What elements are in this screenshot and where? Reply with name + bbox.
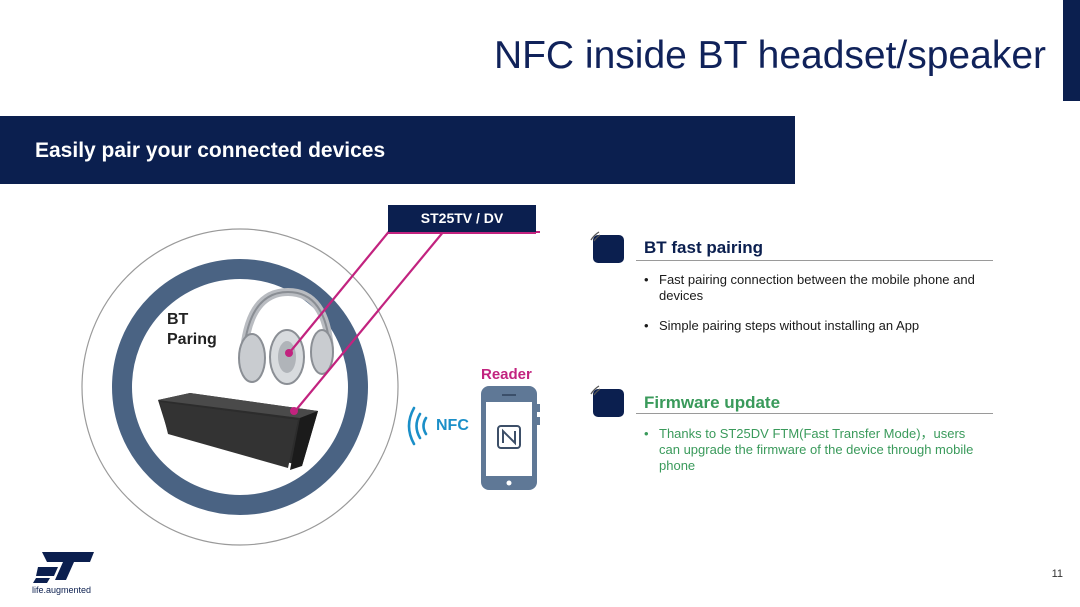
tag-icon [593, 389, 624, 417]
signal-waves-icon [590, 385, 601, 396]
section-title-firmware-update: Firmware update [644, 393, 781, 412]
tag-icon [593, 235, 624, 263]
st-logo-icon [33, 552, 94, 583]
slide-title: NFC inside BT headset/speaker [493, 34, 1046, 77]
speaker-icon [158, 393, 318, 470]
corner-accent-bar [1063, 0, 1080, 101]
reader-label: Reader [481, 366, 532, 383]
bullet-text: Thanks to ST25DV FTM(Fast Transfer Mode)… [659, 426, 974, 473]
section-divider [636, 413, 993, 414]
banner: Easily pair your connected devices [0, 116, 795, 184]
nfc-waves-icon [407, 406, 428, 446]
banner-text: Easily pair your connected devices [35, 139, 386, 162]
bullet-text: Fast pairing connection between the mobi… [659, 272, 975, 303]
bullet-item: • Fast pairing connection between the mo… [644, 272, 984, 304]
chip-to-speaker-line [295, 230, 445, 411]
nfc-label: NFC [436, 417, 469, 434]
bt-paring-label: BT Paring [167, 310, 237, 350]
bullet-item: • Thanks to ST25DV FTM(Fast Transfer Mod… [644, 426, 984, 474]
page-number: 11 [1051, 568, 1063, 580]
outer-circle [81, 228, 399, 546]
chip-to-headphones-line [289, 228, 392, 353]
bullet-item: • Simple pairing steps without installin… [644, 318, 984, 334]
bt-paring-line2: Paring [167, 331, 217, 348]
section-divider [636, 260, 993, 261]
pairing-ring [112, 259, 368, 515]
signal-waves-icon [590, 231, 601, 242]
nfc-logo-icon [497, 425, 521, 449]
bullet-text: Simple pairing steps without installing … [659, 318, 920, 333]
headphones-icon [238, 287, 334, 385]
section-title-bt-fast-pairing: BT fast pairing [644, 238, 764, 257]
chip-label: ST25TV / DV [388, 205, 536, 234]
bt-paring-line1: BT [167, 311, 189, 328]
logo-tagline: life.augmented [32, 585, 92, 595]
